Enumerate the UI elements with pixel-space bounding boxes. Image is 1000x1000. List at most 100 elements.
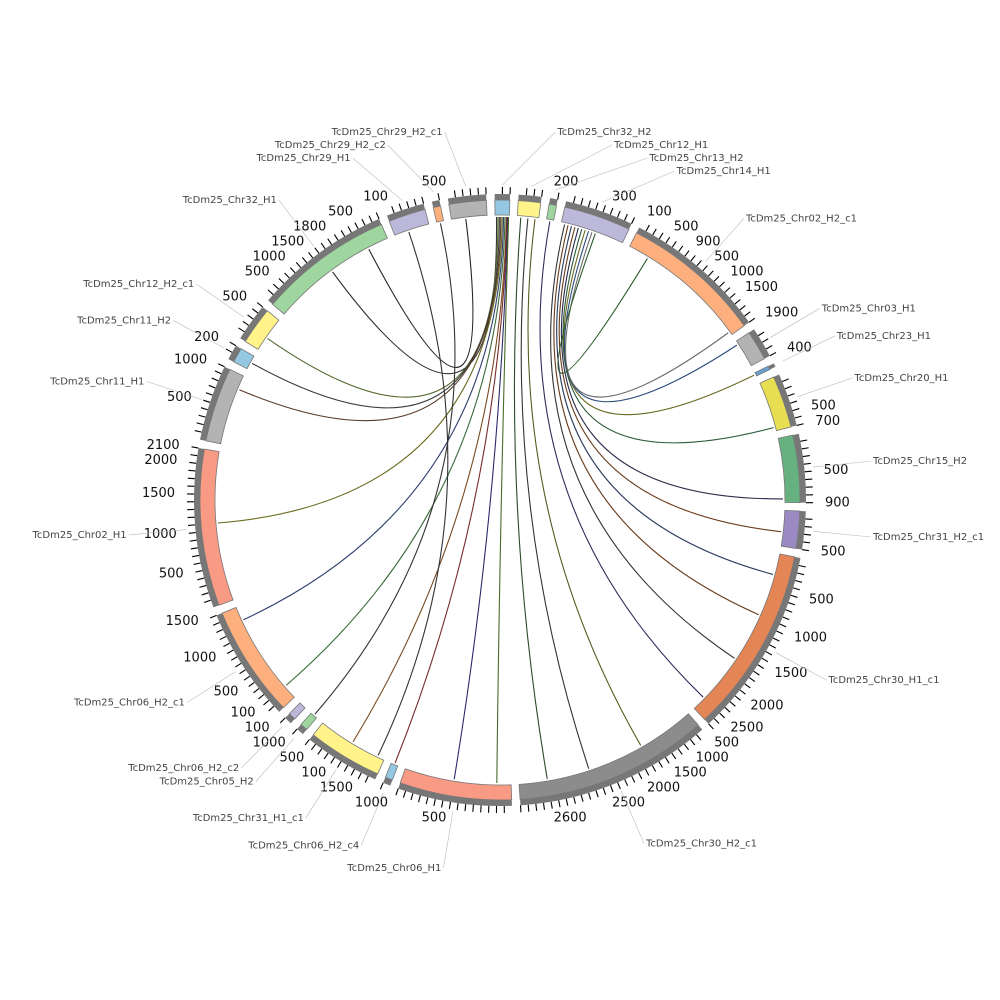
link-7 [352,217,508,743]
segment-block[interactable] [288,702,306,720]
segment-block[interactable] [312,722,385,775]
tick-mark [317,748,323,755]
segment-TcDm25_Chr02_H2_c1[interactable] [629,224,756,336]
tick-mark [201,592,209,596]
segment-track [200,366,230,441]
tick-mark [729,701,736,707]
segment-TcDm25_Chr20_H1[interactable] [759,374,804,432]
segment-block[interactable] [693,553,796,721]
tick-mark [787,393,795,397]
segment-label-leader [352,157,403,201]
tick-mark [609,785,614,793]
segment-TcDm25_Chr29_H1[interactable] [386,196,430,236]
tick-mark [790,400,798,404]
segment-label-leader [797,377,853,397]
segment-block[interactable] [754,365,771,377]
tick-mark [263,700,270,706]
tick-mark [198,414,206,418]
segment-block[interactable] [777,434,801,504]
segment-block[interactable] [735,332,766,367]
segment-TcDm25_Chr06_H2_c1[interactable] [209,606,295,712]
tick-label: 900 [696,235,721,250]
segment-label: TcDm25_Chr20_H1 [853,373,948,384]
tick-label: 500 [811,398,836,413]
tick-mark [724,287,731,293]
segment-block[interactable] [388,209,430,236]
tick-label: 100 [245,721,270,736]
segment-TcDm25_Chr14_H1[interactable] [561,196,636,244]
segment-TcDm25_Chr11_H1[interactable] [194,363,244,445]
segment-TcDm25_Chr29_H2_c2[interactable] [431,193,445,223]
segment-label: TcDm25_Chr05_H2 [159,776,254,787]
segment-TcDm25_Chr31_H1_c1[interactable] [304,722,385,783]
tick-mark [794,415,802,419]
segment-block[interactable] [561,206,630,244]
segment-track [748,329,770,359]
segment-TcDm25_Chr06_H2_c2[interactable] [279,702,306,724]
segment-TcDm25_Chr31_H2_c1[interactable] [780,510,813,552]
segment-TcDm25_Chr12_H2_c1[interactable] [238,302,280,350]
segment-label: TcDm25_Chr14_H1 [676,166,771,177]
segment-block[interactable] [780,510,801,550]
segment-block[interactable] [759,376,792,432]
tick-label: 1500 [142,486,175,501]
segment-track [549,198,558,206]
tick-mark [190,547,198,550]
segment-label: TcDm25_Chr02_H1 [32,530,127,541]
segment-TcDm25_Chr23_H1[interactable] [754,363,776,377]
segment-TcDm25_Chr32_H1[interactable] [267,212,388,315]
segment-block[interactable] [546,203,558,221]
segment-TcDm25_Chr29_H2_c1[interactable] [447,187,488,220]
segment-block[interactable] [272,223,388,315]
segment-block[interactable] [518,713,699,800]
tick-label: 1000 [253,736,286,751]
segment-label: TcDm25_Chr29_H1 [256,153,351,164]
segment-track [773,374,797,427]
link-12 [520,218,590,769]
tick-label: 1000 [355,796,388,811]
segment-block[interactable] [300,712,317,731]
link-2 [251,216,500,409]
segment-block[interactable] [384,762,399,781]
segment-track [796,510,806,550]
tick-mark [792,587,800,591]
segment-TcDm25_Chr11_H2[interactable] [225,341,255,370]
segment-TcDm25_Chr05_H2[interactable] [291,712,317,735]
tick-mark [195,570,203,573]
segment-TcDm25_Chr12_H1[interactable] [516,188,544,219]
tick-mark [456,803,459,811]
tick-mark [267,289,274,295]
segment-block[interactable] [494,199,511,216]
segment-TcDm25_Chr03_H1[interactable] [735,329,777,367]
segment-label: TcDm25_Chr13_H2 [648,153,743,164]
segment-label-leader [305,769,337,819]
segment-TcDm25_Chr30_H2_c1[interactable] [518,713,703,813]
segment-label: TcDm25_Chr11_H2 [76,315,171,326]
tick-mark [658,761,663,768]
segment-block[interactable] [221,606,295,709]
segment-block[interactable] [244,310,280,350]
segment-label: TcDm25_Chr23_H1 [836,331,931,342]
segment-block[interactable] [399,768,513,801]
segment-block[interactable] [629,232,745,336]
segment-TcDm25_Chr02_H1[interactable] [187,446,234,608]
segment-block[interactable] [432,205,445,223]
segment-TcDm25_Chr13_H2[interactable] [546,192,560,221]
tick-label: 1000 [794,630,827,645]
link-5 [243,217,505,621]
segment-label: TcDm25_Chr02_H2_c1 [745,213,857,224]
segment-block[interactable] [448,199,488,220]
segment-TcDm25_Chr30_H1_c1[interactable] [693,553,806,730]
tick-mark [235,662,242,668]
segment-TcDm25_Chr06_H1[interactable] [395,768,513,813]
segment-TcDm25_Chr32_H2[interactable] [494,187,511,216]
segment-TcDm25_Chr15_H2[interactable] [777,433,813,504]
link-25 [368,219,474,369]
tick-label: 100 [647,205,672,220]
tick-mark [696,260,702,267]
segment-block[interactable] [233,348,255,370]
segment-block[interactable] [516,200,542,219]
segment-TcDm25_Chr06_H2_c4[interactable] [379,762,399,790]
segment-block[interactable] [199,448,234,606]
tick-mark [779,623,787,628]
